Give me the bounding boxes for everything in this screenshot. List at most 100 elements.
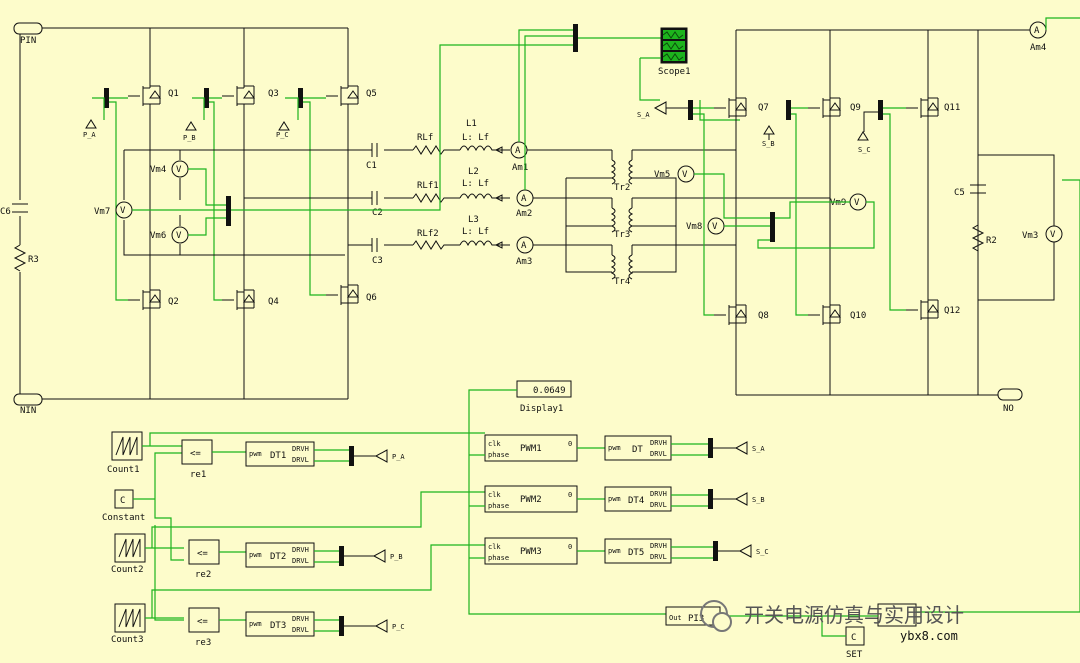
- svg-text:PWM2: PWM2: [520, 495, 542, 505]
- svg-text:Am2: Am2: [516, 209, 532, 219]
- svg-text:DRVH: DRVH: [292, 445, 309, 453]
- nin-node[interactable]: [13, 393, 43, 406]
- re1-compare[interactable]: <= re1: [181, 439, 213, 480]
- dt1-block[interactable]: pwm DT1 DRVH DRVL: [245, 441, 315, 467]
- svg-text:Constant: Constant: [102, 513, 145, 523]
- constant-block[interactable]: C Constant: [102, 489, 145, 523]
- svg-text:DT5: DT5: [628, 548, 644, 558]
- pwm1-block[interactable]: clk phase PWM1 0: [484, 434, 578, 462]
- vm8-meter[interactable]: V Vm8: [686, 217, 725, 235]
- svg-text:<=: <=: [197, 617, 208, 627]
- svg-text:DT3: DT3: [270, 621, 286, 631]
- s-b-label: S_B: [762, 140, 775, 148]
- svg-text:Vm4: Vm4: [150, 165, 166, 175]
- vm5-meter[interactable]: V Vm5: [654, 165, 695, 183]
- q10-switch[interactable]: Q10: [808, 304, 866, 325]
- q6-switch[interactable]: Q6: [326, 284, 377, 305]
- svg-text:V: V: [120, 206, 126, 216]
- set-block[interactable]: C SET: [845, 626, 865, 660]
- scope-section: Scope1: [518, 24, 740, 190]
- dt3-block[interactable]: pwm DT3 DRVH DRVL: [245, 611, 315, 637]
- svg-text:S_C: S_C: [756, 548, 769, 556]
- s-a-label: S_A: [637, 111, 650, 119]
- dt5-block[interactable]: pwm DT5 DRVH DRVL: [604, 538, 672, 564]
- pi3-block[interactable]: Out PI3: [665, 606, 721, 626]
- svg-text:Am1: Am1: [512, 163, 528, 173]
- count2-block[interactable]: Count2: [111, 533, 146, 575]
- svg-text:NO: NO: [1003, 404, 1014, 414]
- q1-switch[interactable]: Q1: [128, 80, 179, 310]
- svg-text:Count3: Count3: [111, 635, 144, 645]
- pwm3-block[interactable]: clk phase PWM3 0: [484, 537, 578, 565]
- svg-text:DRVL: DRVL: [292, 456, 309, 464]
- svg-text:phase: phase: [488, 502, 509, 510]
- vm7-meter[interactable]: V Vm7: [94, 201, 133, 219]
- q5-switch[interactable]: Q5: [326, 80, 377, 310]
- svg-text:DRVH: DRVH: [650, 542, 667, 550]
- svg-text:L3: L3: [468, 215, 479, 225]
- scope-mux: [573, 24, 578, 52]
- svg-text:V: V: [682, 170, 688, 180]
- svg-text:V: V: [854, 198, 860, 208]
- svg-text:pwm: pwm: [249, 450, 262, 458]
- mux-p-b: [339, 546, 344, 566]
- q11-switch[interactable]: Q11: [906, 97, 960, 118]
- svg-text:P_B: P_B: [390, 553, 403, 561]
- am3-meter[interactable]: A Am3: [516, 236, 534, 267]
- pin-node[interactable]: [13, 22, 43, 35]
- comparators: <= re1 <= re2 <= re3: [181, 439, 246, 648]
- watermark-site: ybx8.com: [900, 629, 958, 643]
- count1-block[interactable]: Count1: [107, 431, 143, 475]
- mux-s-a: [708, 438, 713, 458]
- no-node[interactable]: [997, 388, 1023, 401]
- count3-block[interactable]: Count3: [111, 603, 146, 645]
- scope1[interactable]: Scope1: [658, 27, 691, 77]
- svg-text:pwm: pwm: [608, 495, 621, 503]
- primary-bridge: Q1 Q3 Q5 Q2 Q4 Q6 P_A P_B P_C: [83, 80, 377, 310]
- svg-text:DRVH: DRVH: [292, 546, 309, 554]
- svg-text:DT1: DT1: [270, 451, 286, 461]
- svg-text:Vm5: Vm5: [654, 170, 670, 180]
- mux-s-c: [713, 541, 718, 561]
- p-b-label: P_B: [183, 134, 196, 142]
- svg-text:Out: Out: [669, 614, 682, 622]
- svg-text:RLf: RLf: [417, 133, 433, 143]
- r3-label: R3: [28, 255, 39, 265]
- display1[interactable]: 0.0649 Display1: [468, 380, 668, 615]
- am1-meter[interactable]: A Am1: [510, 141, 528, 173]
- svg-text:P_C: P_C: [392, 623, 405, 631]
- dt-block[interactable]: pwm DT DRVH DRVL: [604, 435, 672, 461]
- q12-switch[interactable]: Q12: [906, 299, 960, 320]
- dt2-block[interactable]: pwm DT2 DRVH DRVL: [245, 542, 315, 568]
- svg-text:C5: C5: [954, 188, 965, 198]
- q8-switch[interactable]: Q8: [714, 304, 769, 325]
- q9-switch[interactable]: Q9: [808, 97, 861, 118]
- transformers: Tr2 Tr3 Tr4: [565, 149, 830, 287]
- svg-text:Count2: Count2: [111, 565, 144, 575]
- pwm2-block[interactable]: clk phase PWM2 0: [484, 485, 578, 513]
- svg-text:re2: re2: [195, 570, 211, 580]
- vm4-meter[interactable]: V Vm4: [150, 160, 189, 178]
- am2-meter[interactable]: A Am2: [516, 189, 534, 219]
- pwm-section: clk phase PWM1 0 clk phase PWM2 0 clk ph…: [469, 434, 605, 565]
- dc-bus: PIN NIN C6 R3: [0, 22, 349, 416]
- svg-text:DRVL: DRVL: [650, 501, 667, 509]
- svg-text:clk: clk: [488, 491, 501, 499]
- svg-text:PWM1: PWM1: [520, 444, 542, 454]
- q7-switch[interactable]: Q7: [714, 97, 769, 118]
- svg-text:Vm7: Vm7: [94, 207, 110, 217]
- re3-compare[interactable]: <= re3: [188, 607, 220, 648]
- svg-text:L: Lf: L: Lf: [462, 227, 489, 237]
- dt4-block[interactable]: pwm DT4 DRVH DRVL: [604, 486, 672, 512]
- q2-switch[interactable]: Q2: [128, 289, 179, 310]
- vm6-meter[interactable]: V Vm6: [150, 226, 189, 244]
- svg-text:0.0649: 0.0649: [533, 386, 566, 396]
- pi-helper-block[interactable]: [877, 603, 917, 627]
- am4-meter[interactable]: A Am4: [1029, 21, 1047, 53]
- q3-switch[interactable]: Q3: [222, 80, 279, 310]
- vm3-meter[interactable]: V Vm3: [1022, 225, 1063, 243]
- q4-switch[interactable]: Q4: [222, 289, 279, 310]
- svg-text:Tr3: Tr3: [614, 230, 630, 240]
- svg-text:V: V: [176, 165, 182, 175]
- re2-compare[interactable]: <= re2: [188, 539, 220, 580]
